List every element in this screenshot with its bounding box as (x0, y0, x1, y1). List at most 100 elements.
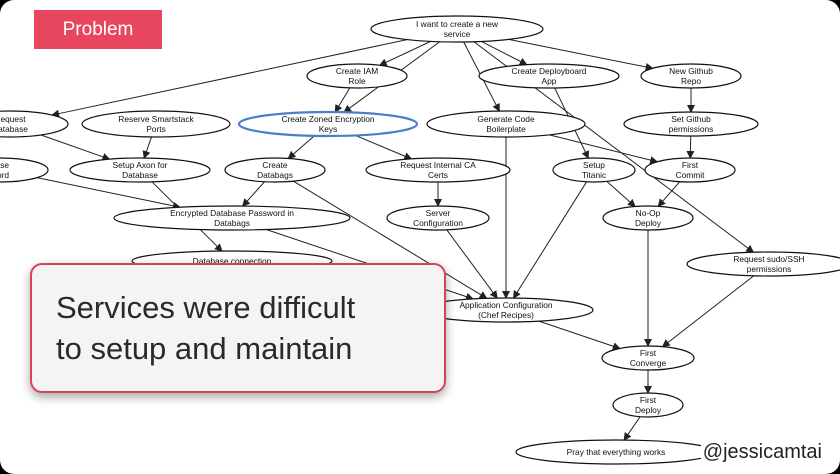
node-label: First (682, 160, 699, 170)
node-label: Request (0, 114, 26, 124)
node-label: Request Internal CA (400, 160, 476, 170)
edge-create_service-to-github_repo (508, 38, 654, 71)
edge-titanic-to-app_config (512, 181, 588, 299)
node-label: permissions (669, 124, 714, 134)
node-label: (Chef Recipes) (478, 310, 534, 320)
node-label: Boilerplate (486, 124, 526, 134)
node-label: Titanic (582, 170, 606, 180)
node-shape (644, 157, 736, 183)
node-shape (623, 111, 759, 137)
node-label: Request sudo/SSH (733, 254, 804, 264)
node-label: Role (348, 76, 366, 86)
callout-line-1: Services were difficult (56, 290, 356, 325)
node-label: Databags (214, 218, 250, 228)
node-label: Pray that everything works (567, 447, 666, 457)
callout-box: Services were difficult to setup and mai… (30, 263, 446, 393)
node-label: Generate Code (477, 114, 535, 124)
node-label: Setup Axon for (113, 160, 168, 170)
node-shape (478, 63, 620, 89)
node-shape (224, 157, 326, 183)
node-label: word (0, 170, 9, 180)
node-label: First (640, 348, 657, 358)
node-shape (306, 63, 408, 89)
edge-app_config-to-first_converge (538, 320, 621, 351)
node-label: Certs (428, 170, 448, 180)
edge-create_service-to-deployboard (481, 41, 528, 66)
edge-iam_role-to-zoned_keys (334, 87, 351, 113)
node-label: Database (122, 170, 158, 180)
node-label: Database (0, 124, 28, 134)
edge-boilerplate-to-first_commit (549, 134, 659, 164)
node-pray: Pray that everything works (515, 439, 717, 465)
node-label: Configuration (413, 218, 463, 228)
edge-first_deploy-to-pray (623, 416, 641, 441)
node-label: permissions (747, 264, 792, 274)
edge-sudo_ssh-to-first_converge (661, 275, 755, 348)
node-shape (426, 110, 586, 138)
edge-create_service-to-request_db (51, 39, 408, 118)
node-shape (386, 205, 490, 231)
edge-request_db-to-axon (40, 134, 111, 161)
node-label: No-Op (636, 208, 661, 218)
edge-titanic-to-noop_deploy (606, 181, 636, 208)
node-label: I want to create a new (416, 19, 499, 29)
edge-zoned_keys-to-internal_ca (355, 134, 413, 160)
node-shape (237, 110, 419, 138)
edge-smartstack-to-axon (142, 136, 152, 159)
author-handle: @jessicamtai (700, 441, 824, 464)
edge-databags-to-enc_db_pw (242, 181, 265, 207)
node-label: Database connection (193, 256, 272, 266)
node-label: base (0, 160, 9, 170)
edge-create_service-to-iam_role (378, 40, 431, 66)
node-label: Keys (319, 124, 338, 134)
node-label: First (640, 395, 657, 405)
node-label: Converge (630, 358, 667, 368)
node-label: Create Zoned Encryption (281, 114, 374, 124)
node-label: Ports (146, 124, 166, 134)
node-label: App (542, 76, 557, 86)
node-label: Create Deployboard (512, 66, 587, 76)
node-label: Application Configuration (459, 300, 552, 310)
node-label: Repo (681, 76, 701, 86)
node-shape (81, 110, 231, 138)
node-shape (552, 157, 636, 183)
callout-line-2: to setup and maintain (56, 331, 353, 366)
node-shape (640, 63, 742, 89)
node-shape (602, 205, 694, 231)
node-shape (370, 15, 544, 43)
edge-databags-to-app_config (293, 180, 488, 299)
node-label: Setup (583, 160, 605, 170)
node-shape (69, 157, 211, 183)
node-shape (113, 205, 351, 231)
node-shape (365, 157, 511, 183)
node-shape (686, 251, 840, 277)
node-shape (0, 157, 49, 183)
node-label: Deploy (635, 218, 662, 228)
edge-zoned_keys-to-databags (287, 135, 315, 160)
node-label: Server (426, 208, 451, 218)
node-label: Deploy (635, 405, 662, 415)
node-label: New Github (669, 66, 713, 76)
problem-tag: Problem (34, 10, 162, 49)
node-label: Databags (257, 170, 293, 180)
node-label: service (444, 29, 471, 39)
node-label: Reserve Smartstack (118, 114, 194, 124)
